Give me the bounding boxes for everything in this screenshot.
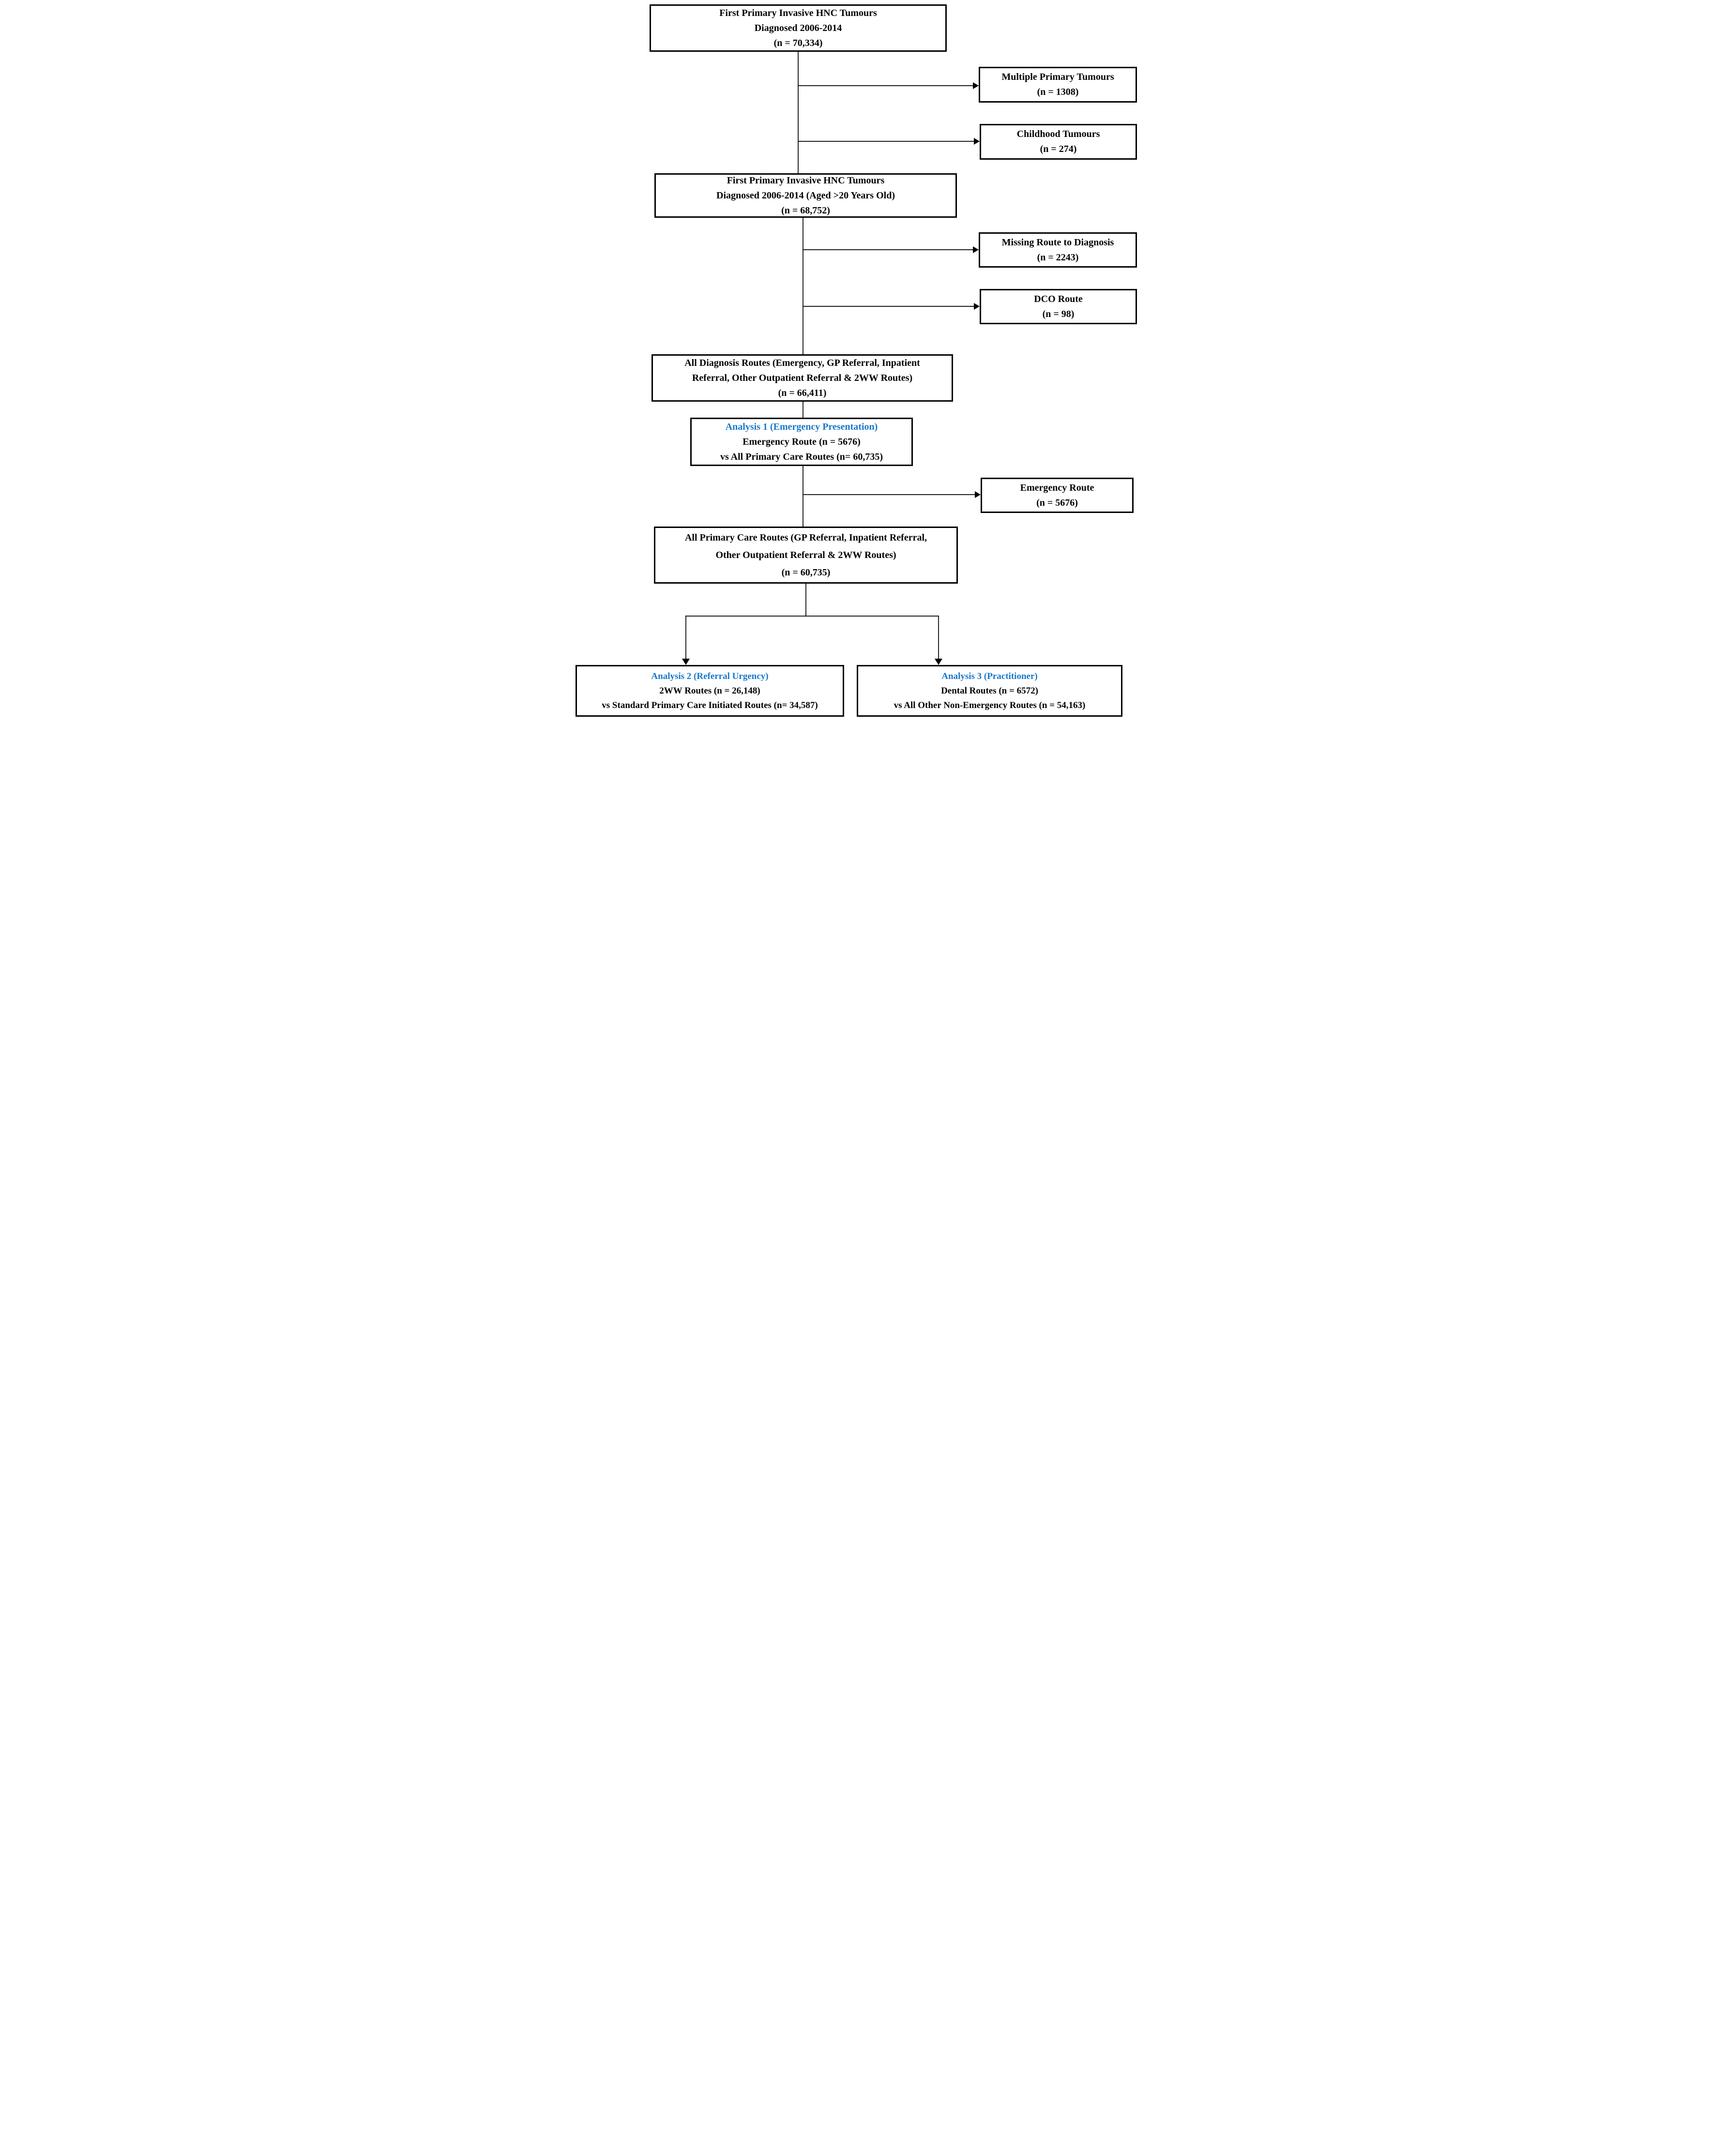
box-text-line: vs Standard Primary Care Initiated Route… <box>602 700 818 710</box>
box-count-line: (n = 98) <box>1042 308 1075 319</box>
box-text-line: Multiple Primary Tumours <box>1001 72 1114 82</box>
arrowhead-right-icon <box>975 491 981 498</box>
missing-route-box: Missing Route to Diagnosis (n = 2243) <box>979 232 1137 268</box>
connector-branch-childhood <box>798 138 980 145</box>
childhood-tumours-box: Childhood Tumours (n = 274) <box>980 124 1137 160</box>
box-text-line: Emergency Route (n = 5676) <box>742 436 861 447</box>
box-text-line: 2WW Routes (n = 26,148) <box>659 685 760 696</box>
box-text-line: Referral, Other Outpatient Referral & 2W… <box>692 372 913 383</box>
box-text-line: All Diagnosis Routes (Emergency, GP Refe… <box>684 357 920 368</box>
connector-split <box>682 584 942 665</box>
box-text-line: vs All Other Non-Emergency Routes (n = 5… <box>894 700 1086 710</box>
box-count-line: (n = 5676) <box>1036 497 1078 508</box>
multiple-primary-tumours-box: Multiple Primary Tumours (n = 1308) <box>979 67 1137 103</box>
dco-route-box: DCO Route (n = 98) <box>980 289 1137 324</box>
box-text-line: First Primary Invasive HNC Tumours <box>727 175 885 186</box>
box-text-line: Diagnosed 2006-2014 <box>754 22 842 33</box>
connector-branch-dco <box>803 303 980 310</box>
box-text-line: DCO Route <box>1034 293 1083 304</box>
box-text-line: Childhood Tumours <box>1016 129 1100 139</box>
first-primary-tumours-box: First Primary Invasive HNC Tumours Diagn… <box>650 4 947 52</box>
box-count-line: (n = 66,411) <box>778 387 827 398</box>
arrowhead-right-icon <box>973 246 979 253</box>
box-text-line: All Primary Care Routes (GP Referral, In… <box>684 532 927 543</box>
emergency-route-box: Emergency Route (n = 5676) <box>981 478 1134 513</box>
box-count-line: (n = 1308) <box>1037 87 1079 97</box>
arrowhead-right-icon <box>974 138 980 145</box>
connector-branch-multiple-primary <box>798 82 979 89</box>
box-text-line: vs All Primary Care Routes (n= 60,735) <box>720 451 883 462</box>
box-text-line: Diagnosed 2006-2014 (Aged >20 Years Old) <box>716 190 895 201</box>
arrowhead-right-icon <box>974 303 980 310</box>
analysis-2-box: Analysis 2 (Referral Urgency) 2WW Routes… <box>576 665 844 717</box>
arrowhead-right-icon <box>973 82 979 89</box>
box-text-line: Emergency Route <box>1020 482 1094 493</box>
all-primary-care-routes-box: All Primary Care Routes (GP Referral, In… <box>654 527 958 584</box>
arrowhead-down-icon <box>935 659 942 665</box>
first-primary-aged-box: First Primary Invasive HNC Tumours Diagn… <box>654 173 957 218</box>
box-text-line: Missing Route to Diagnosis <box>1001 237 1114 248</box>
box-text-line: Other Outpatient Referral & 2WW Routes) <box>715 550 896 560</box>
box-count-line: (n = 70,334) <box>773 37 823 48</box>
box-count-line: (n = 68,752) <box>781 205 830 216</box>
box-text-line: Dental Routes (n = 6572) <box>941 685 1038 696</box>
analysis-3-title: Analysis 3 (Practitioner) <box>941 671 1038 681</box>
analysis-2-title: Analysis 2 (Referral Urgency) <box>651 671 769 681</box>
connector-lines <box>682 52 981 665</box>
box-text-line: First Primary Invasive HNC Tumours <box>719 7 877 18</box>
box-count-line: (n = 274) <box>1040 144 1077 154</box>
analysis-1-box: Analysis 1 (Emergency Presentation) Emer… <box>690 418 913 466</box>
box-count-line: (n = 2243) <box>1037 252 1079 263</box>
arrowhead-down-icon <box>682 659 690 665</box>
box-count-line: (n = 60,735) <box>781 567 831 578</box>
analysis-1-title: Analysis 1 (Emergency Presentation) <box>725 421 878 432</box>
study-flow-diagram: First Primary Invasive HNC Tumours Diagn… <box>571 0 1141 719</box>
connector-branch-missing-route <box>803 246 979 253</box>
connector-branch-emergency <box>803 491 981 498</box>
all-diagnosis-routes-box: All Diagnosis Routes (Emergency, GP Refe… <box>651 354 953 402</box>
analysis-3-box: Analysis 3 (Practitioner) Dental Routes … <box>857 665 1122 717</box>
